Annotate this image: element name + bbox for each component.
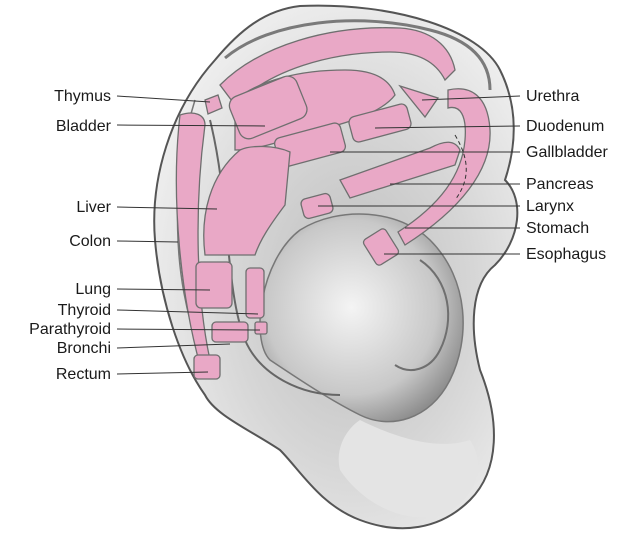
label-larynx: Larynx — [526, 198, 574, 215]
label-pancreas: Pancreas — [526, 176, 594, 193]
label-parathyroid: Parathyroid — [29, 321, 111, 338]
zone-rectum — [194, 355, 220, 379]
zone-bronchi — [212, 322, 248, 342]
label-colon: Colon — [69, 233, 111, 250]
labels-right: Urethra Duodenum Gallbladder Pancreas La… — [526, 88, 609, 263]
label-urethra: Urethra — [526, 88, 579, 105]
label-esophagus: Esophagus — [526, 246, 606, 263]
label-gallbladder: Gallbladder — [526, 144, 609, 161]
label-thyroid: Thyroid — [58, 302, 111, 319]
label-rectum: Rectum — [56, 366, 111, 383]
label-liver: Liver — [76, 199, 111, 216]
zone-lung — [196, 262, 232, 308]
label-bladder: Bladder — [56, 118, 112, 135]
zone-parathyroid — [255, 322, 267, 334]
label-bronchi: Bronchi — [57, 340, 111, 357]
label-thymus: Thymus — [54, 88, 111, 105]
label-stomach: Stomach — [526, 220, 589, 237]
labels-left: Thymus Bladder Liver Colon Lung Thyroid … — [29, 88, 111, 383]
label-duodenum: Duodenum — [526, 118, 604, 135]
zone-thyroid — [246, 268, 264, 318]
label-lung: Lung — [75, 281, 111, 298]
